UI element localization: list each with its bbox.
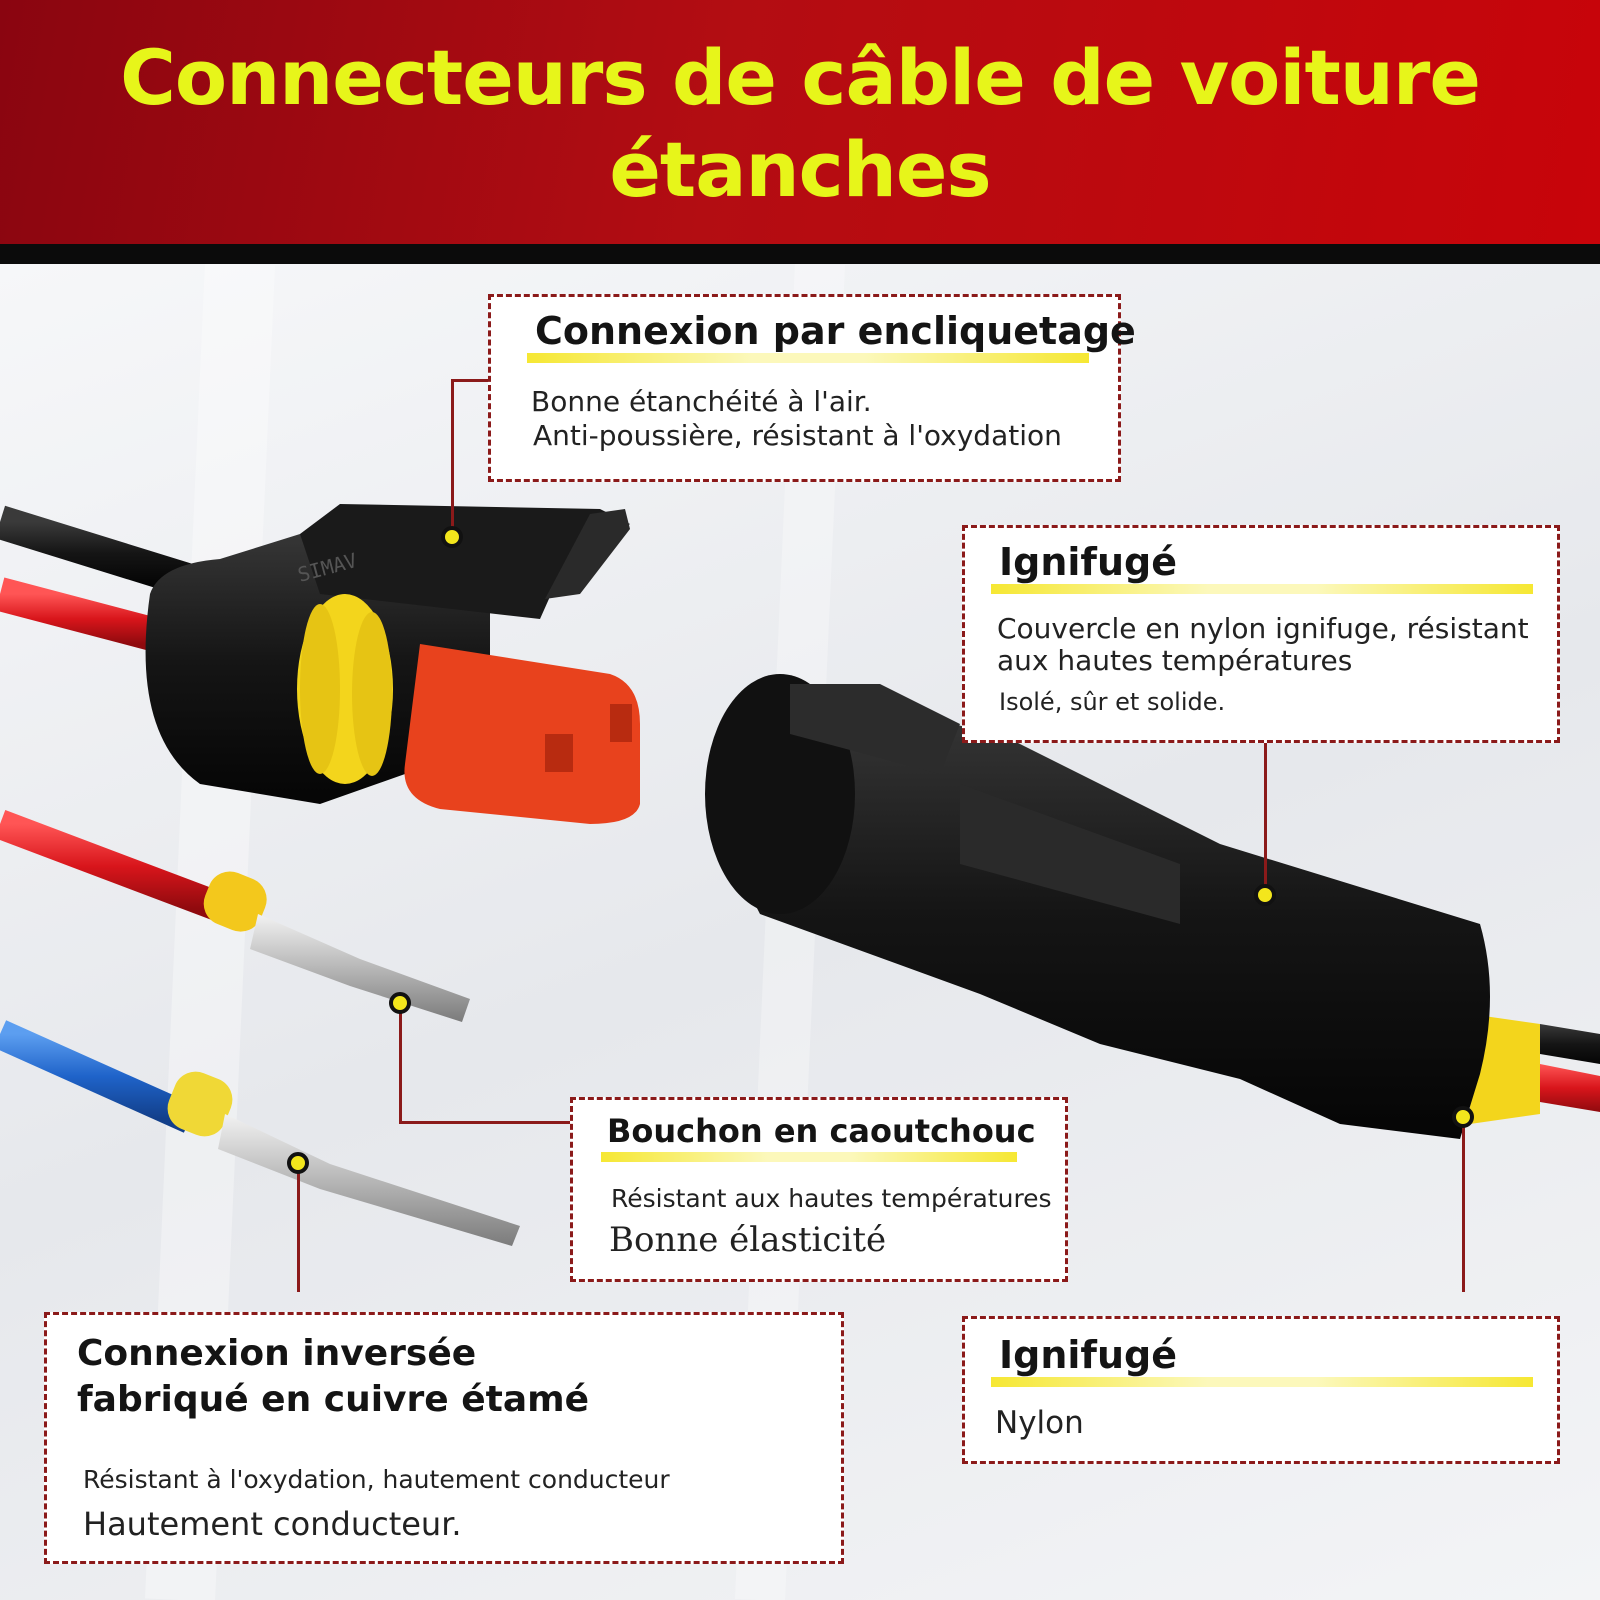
callout-nylon-line-1: Nylon	[995, 1405, 1084, 1441]
page-title: Connecteurs de câble de voiture étanches	[0, 32, 1600, 216]
title-highlight	[991, 584, 1533, 594]
leader-plug-horizontal	[399, 1121, 573, 1124]
callout-dot-nylon	[1452, 1106, 1474, 1128]
callout-snap-line-1: Bonne étanchéité à l'air.	[531, 385, 872, 418]
title-line-2: étanches	[609, 125, 991, 214]
title-line-1: Connecteurs de câble de voiture	[120, 33, 1481, 122]
orange-terminal-insert	[404, 644, 640, 824]
leader-snap-vertical	[451, 379, 454, 534]
yellow-seal-rib	[300, 604, 340, 774]
callout-dot-plug	[389, 992, 411, 1014]
terminal-slot	[610, 704, 632, 742]
male-connector	[705, 674, 1600, 1139]
callout-nylon: Ignifugé Nylon	[962, 1316, 1560, 1464]
terminal-slot	[545, 734, 573, 772]
callout-dot-snap	[441, 526, 463, 548]
callout-flame-line-3: Isolé, sûr et solide.	[999, 688, 1226, 716]
callout-reverse-line-2: Hautement conducteur.	[83, 1505, 462, 1543]
callout-dot-flame	[1254, 884, 1276, 906]
leader-snap-horizontal	[451, 379, 489, 382]
callout-snap-connection: Connexion par encliquetage Bonne étanché…	[488, 294, 1136, 482]
banner-divider	[0, 244, 1600, 264]
blue-terminal-assembly	[0, 1020, 520, 1246]
callout-flame-title: Ignifugé	[999, 540, 1177, 584]
leader-nylon-vertical	[1462, 1116, 1465, 1292]
callout-flame-line-2: aux hautes températures	[997, 644, 1353, 677]
callout-reverse-title-1: Connexion inversée	[77, 1333, 477, 1374]
yellow-seal-rib	[352, 612, 392, 776]
callout-snap-title: Connexion par encliquetage	[535, 309, 1136, 353]
red-terminal-assembly	[0, 809, 470, 1022]
header-banner: Connecteurs de câble de voiture étanches	[0, 0, 1600, 248]
callout-flame-line-1: Couvercle en nylon ignifuge, résistant	[997, 612, 1529, 645]
callout-flame-retardant: Ignifugé Couvercle en nylon ignifuge, ré…	[962, 525, 1560, 743]
callout-reverse-title-2: fabriqué en cuivre étamé	[77, 1379, 590, 1420]
callout-rubber-plug: Bouchon en caoutchouc Résistant aux haut…	[570, 1097, 1068, 1282]
callout-plug-title: Bouchon en caoutchouc	[607, 1112, 1036, 1150]
leader-flame-vertical	[1264, 726, 1267, 894]
leader-plug-vertical	[399, 1004, 402, 1124]
leader-reverse-vertical	[297, 1164, 300, 1292]
callout-snap-line-2: Anti-poussière, résistant à l'oxydation	[533, 419, 1062, 452]
female-connector: SIMAV	[145, 504, 640, 824]
title-highlight	[527, 353, 1089, 363]
callout-plug-line-1: Résistant aux hautes températures	[611, 1184, 1052, 1213]
callout-nylon-title: Ignifugé	[999, 1333, 1177, 1377]
callout-dot-reverse	[287, 1152, 309, 1174]
callout-reverse-line-1: Résistant à l'oxydation, hautement condu…	[83, 1465, 670, 1494]
title-highlight	[601, 1152, 1017, 1162]
callout-reverse-connection: Connexion inversée fabriqué en cuivre ét…	[44, 1312, 844, 1564]
title-highlight	[991, 1377, 1533, 1387]
callout-plug-line-2: Bonne élasticité	[609, 1220, 887, 1260]
